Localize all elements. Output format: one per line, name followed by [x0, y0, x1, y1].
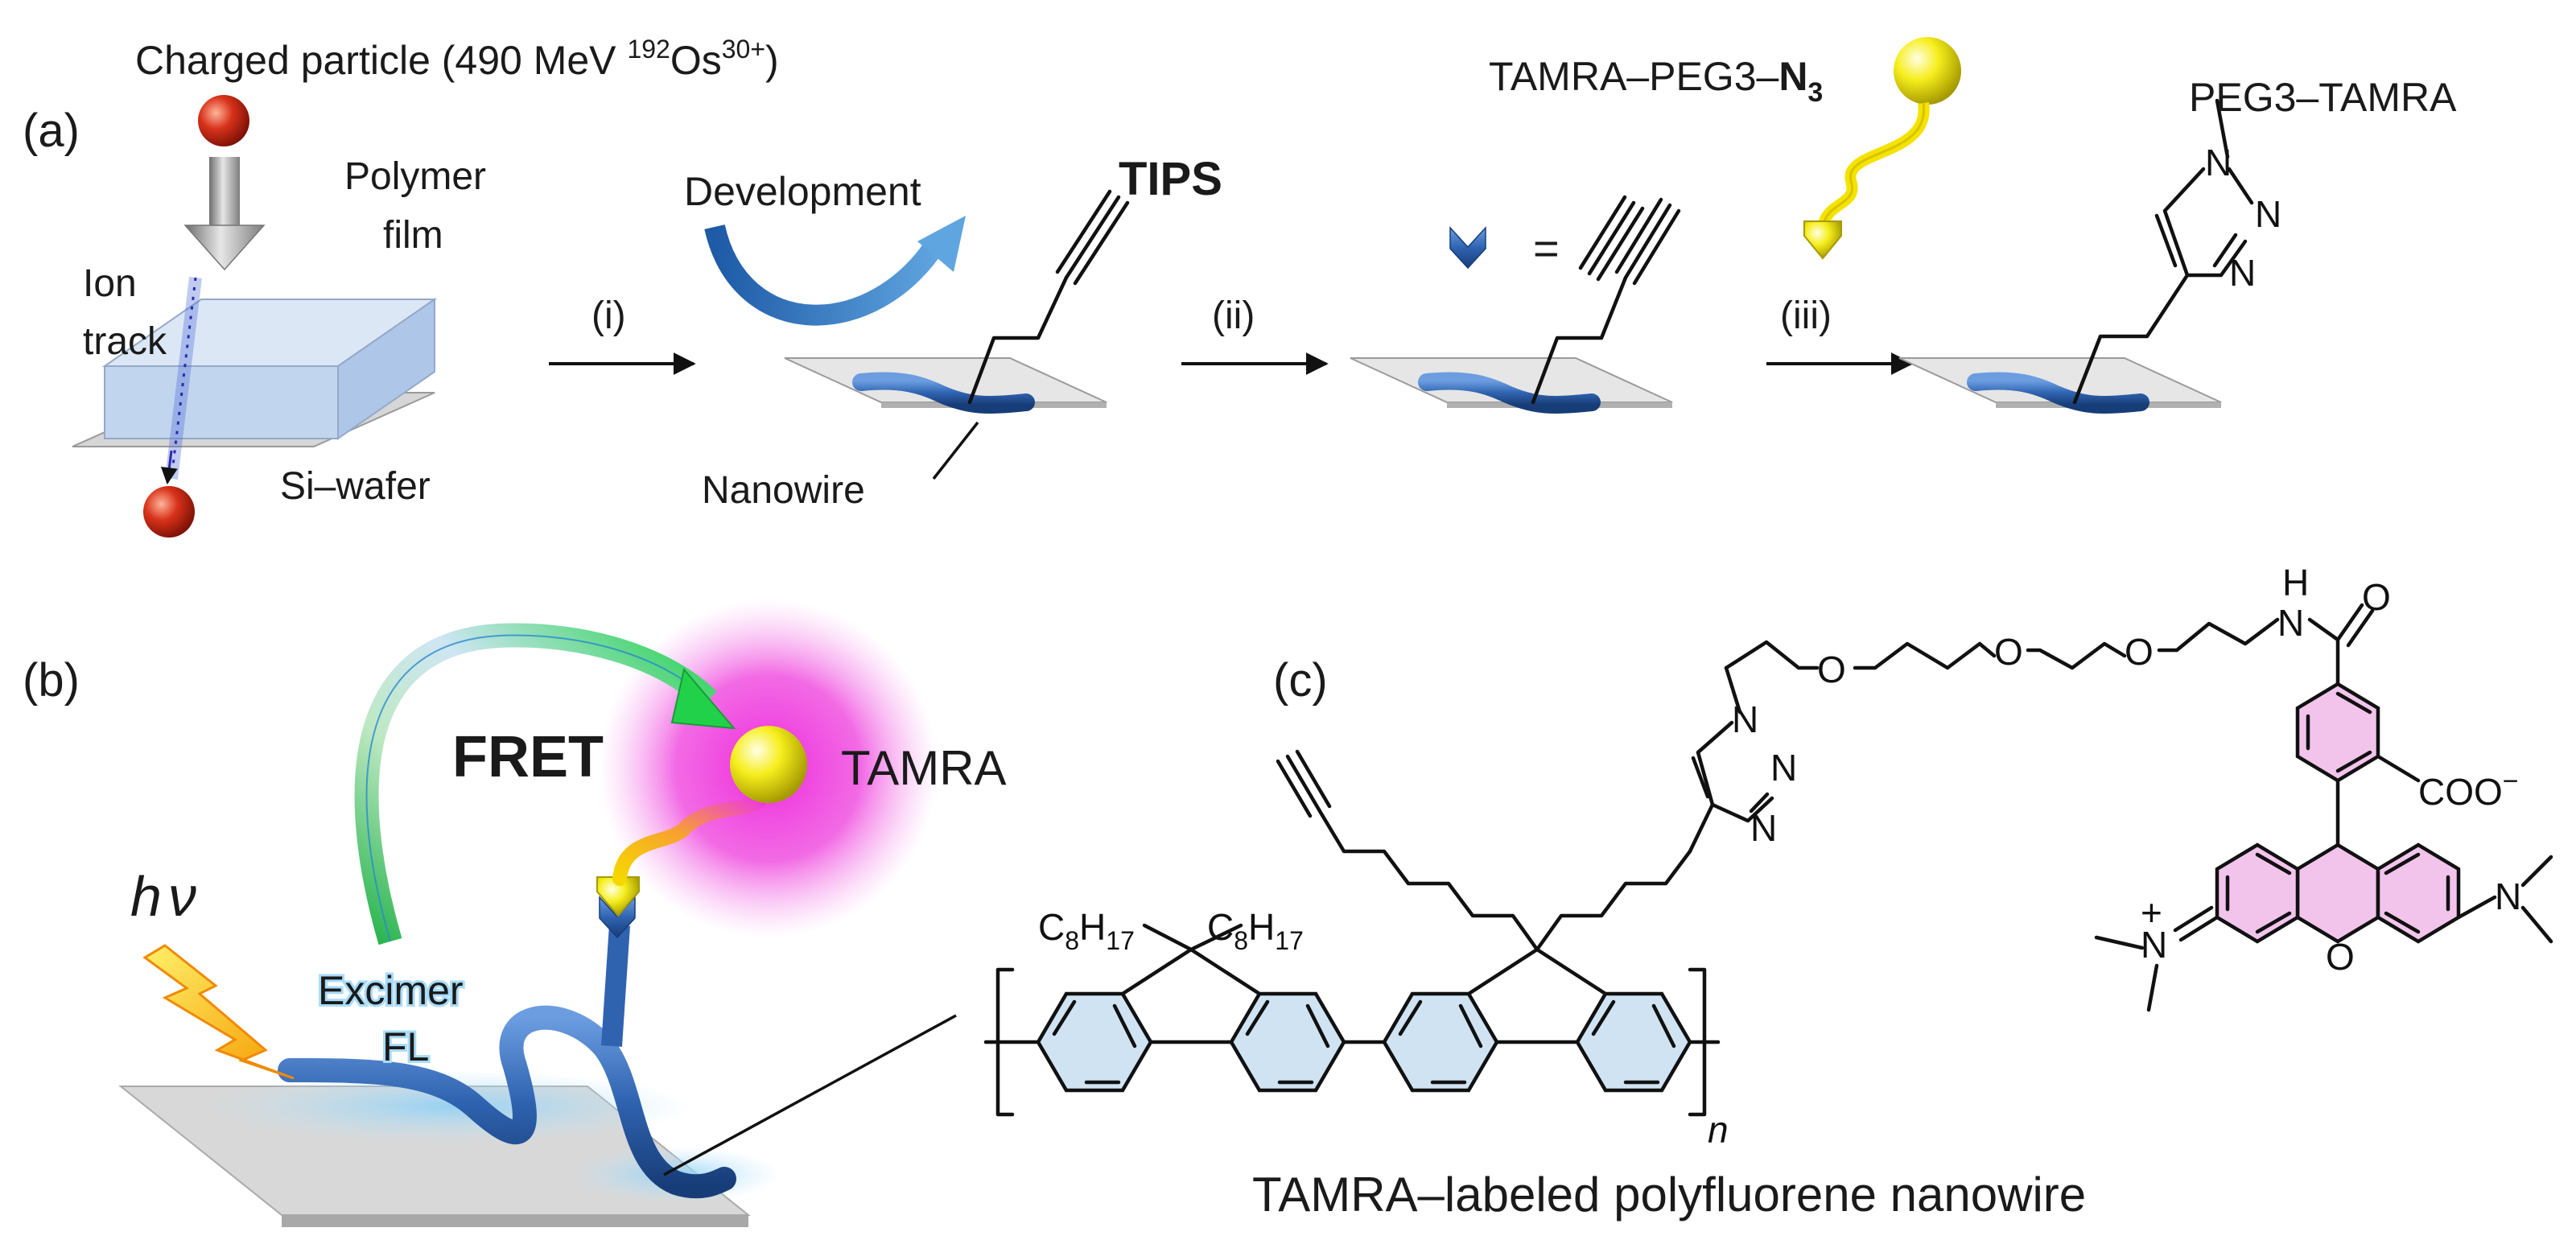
alkyne-c: [1276, 749, 1332, 818]
carboxylate-label: COO−: [2418, 766, 2519, 813]
chevron-alkyne-icon: [1449, 227, 1486, 269]
carbonyl-bond: [2335, 603, 2364, 642]
triazole-c: [1688, 665, 1774, 854]
peg-chain-1: [1724, 640, 1820, 670]
step-i-label: (i): [591, 295, 626, 337]
tamra-bead: [730, 726, 807, 803]
alkyne-tips: [1055, 189, 1130, 286]
carbonyl-bond-2: [2346, 608, 2375, 648]
excimer-label: Excimer: [318, 968, 464, 1013]
iminium-plus: +: [2141, 892, 2162, 933]
panel-b-label: (b): [23, 654, 80, 707]
triazole-c-n3: N: [1750, 807, 1777, 849]
side-chain-3: [2072, 273, 2190, 405]
xanthene-o: O: [2326, 936, 2355, 978]
si-wafer-label: Si–wafer: [280, 465, 431, 508]
iminium-methyls: [2094, 935, 2159, 1012]
exit-particle: [143, 486, 195, 538]
amide-bond: [2307, 617, 2340, 642]
benzoate-double-bonds: [2306, 691, 2372, 773]
fret-arrow-outline: [365, 634, 709, 942]
reagent-azide-arrowhead-icon: [1803, 220, 1842, 260]
excimer-glow: [209, 1070, 692, 1143]
tips-label: TIPS: [1119, 153, 1222, 205]
reagent-linker: [1817, 101, 1930, 229]
reagent-tamra-bead: [1894, 37, 1961, 105]
equals-sign: =: [1533, 223, 1560, 274]
xanthene-core: [2173, 842, 2497, 944]
nanowire-label: Nanowire: [702, 469, 865, 512]
triazole-ring: [2154, 98, 2254, 278]
repeat-n-subscript: n: [1708, 1109, 1729, 1151]
development-curved-arrow: [704, 224, 946, 326]
peg3-tamra-label: PEG3–TAMRA: [2189, 75, 2457, 120]
panel-a-label: (a): [23, 105, 80, 157]
peg-chain-2: [1853, 641, 1997, 670]
fl-label: FL: [382, 1024, 429, 1069]
incoming-particle: [198, 95, 249, 146]
nanowire-2: [1418, 372, 1601, 414]
fret-label: FRET: [452, 725, 604, 789]
ion-label: Ion: [83, 262, 137, 305]
nanowire-b-branch: [601, 925, 630, 1047]
nanowire-3: [1967, 372, 2149, 414]
iminium-n: N: [2141, 924, 2167, 966]
figure-caption: TAMRA–labeled polyfluorene nanowire: [1252, 1168, 2086, 1221]
nanowire-leader-line: [932, 421, 979, 480]
film-label: film: [383, 214, 443, 257]
triazole-n3: N: [2229, 252, 2256, 294]
amide-h: H: [2282, 562, 2309, 604]
triazole-n1: N: [2205, 142, 2232, 183]
peg-chain-4: [2157, 617, 2280, 653]
panel-c-label: (c): [1273, 654, 1328, 707]
amide-n: N: [2277, 602, 2304, 644]
tamra-label: TAMRA: [841, 741, 1007, 795]
charged-particle-title: Charged particle (490 MeV 192Os30+): [135, 35, 779, 83]
triazole-c-n1: N: [1732, 698, 1758, 740]
peg-linker: [612, 793, 768, 886]
peg-oxygen-2: O: [1994, 631, 2023, 673]
amine-methyls: [2520, 855, 2553, 944]
polymer-film-block: [72, 298, 438, 447]
side-chain-2: [1531, 275, 1628, 405]
ion-track: [165, 277, 202, 480]
terminal-alkyne: [1578, 195, 1645, 282]
side-chain-1: [967, 275, 1069, 405]
track-label: track: [83, 320, 167, 363]
triazole-n2: N: [2255, 193, 2281, 235]
azide-arrowhead-icon: [596, 876, 640, 917]
c8h17-left: C8H17: [1038, 906, 1135, 955]
lightning-bolt-icon: [142, 944, 295, 1080]
amine-n: N: [2495, 875, 2521, 917]
fret-arrowhead: [670, 667, 736, 730]
nanowire-1: [852, 372, 1035, 414]
triazole-c-n2: N: [1770, 747, 1797, 789]
nanowire-b: [278, 1005, 736, 1199]
c8h17-right: C8H17: [1207, 906, 1304, 955]
alkyne-2: [1614, 197, 1681, 286]
carbonyl-o: O: [2362, 576, 2391, 618]
reagent-linker-edge: [1821, 102, 1925, 228]
peg-oxygen-1: O: [1817, 649, 1846, 690]
reagent-label: TAMRA–PEG3–N3: [1489, 54, 1823, 108]
zoom-leader-line: [663, 1014, 957, 1176]
step-ii-label: (ii): [1212, 295, 1255, 337]
peg-oxygen-3: O: [2125, 631, 2154, 673]
step-iii-label: (iii): [1780, 295, 1832, 337]
development-label: Development: [684, 169, 921, 214]
development-arrowhead: [917, 216, 966, 272]
peg-chain-3: [2026, 641, 2127, 670]
ion-exit-arrow: [160, 450, 178, 485]
particle-down-arrow: [183, 157, 266, 271]
polyfluorene-structure: [983, 809, 1721, 1117]
carboxylate-bond: [2376, 754, 2421, 783]
polymer-label: Polymer: [344, 155, 486, 198]
